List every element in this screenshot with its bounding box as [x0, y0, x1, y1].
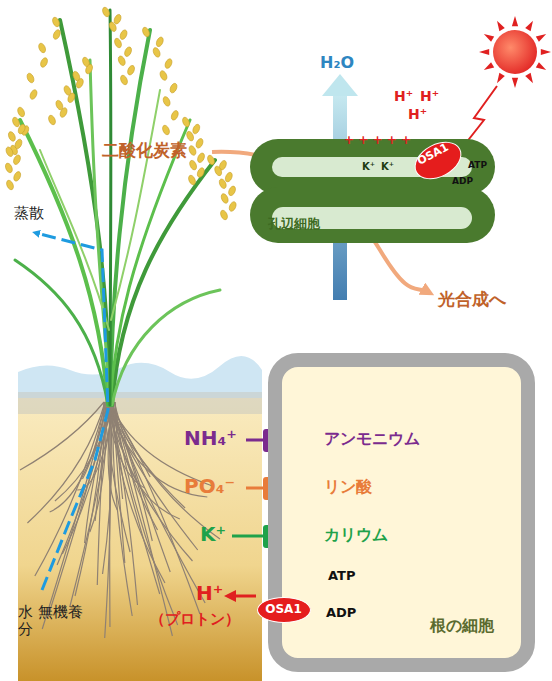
- ion-label: H⁺: [420, 88, 439, 104]
- pump-label: OSA1: [265, 603, 301, 617]
- ion-label: K⁺: [362, 161, 375, 173]
- energy-label: ADP: [326, 606, 356, 621]
- ion-label: H⁺: [394, 88, 413, 104]
- cell-label: 孔辺細胞: [268, 217, 320, 232]
- ion-label: NH₄⁺: [184, 427, 237, 450]
- water-label: H₂O: [320, 54, 354, 72]
- energy-label: ADP: [452, 176, 473, 186]
- energy-label: ATP: [328, 569, 355, 584]
- nutrient-label: カリウム: [324, 526, 388, 544]
- gas-label: 二酸化炭素: [102, 141, 187, 161]
- proton-pump: OSA1: [257, 597, 311, 623]
- input-label: 水 無機養分: [18, 604, 90, 639]
- charge-label: + + + + +: [344, 134, 411, 148]
- process-label: 蒸散: [14, 205, 44, 222]
- cell-label: 根の細胞: [430, 617, 494, 635]
- nutrient-label: アンモニウム: [324, 430, 420, 448]
- energy-label: ATP: [468, 160, 487, 170]
- guard-cell: 孔辺細胞OSA1: [250, 135, 495, 245]
- process-label: 光合成へ: [438, 290, 506, 310]
- ion-label: H⁺: [408, 106, 427, 122]
- nutrient-label: リン酸: [324, 478, 372, 496]
- root-cell: 根の細胞 OSA1: [268, 353, 535, 672]
- ion-label: H⁺: [196, 582, 223, 605]
- ion-label: K⁺: [200, 523, 226, 546]
- ion-label: PO₄⁻: [184, 475, 235, 498]
- ion-label: （プロトン）: [150, 611, 240, 628]
- ion-label: K⁺: [381, 161, 394, 173]
